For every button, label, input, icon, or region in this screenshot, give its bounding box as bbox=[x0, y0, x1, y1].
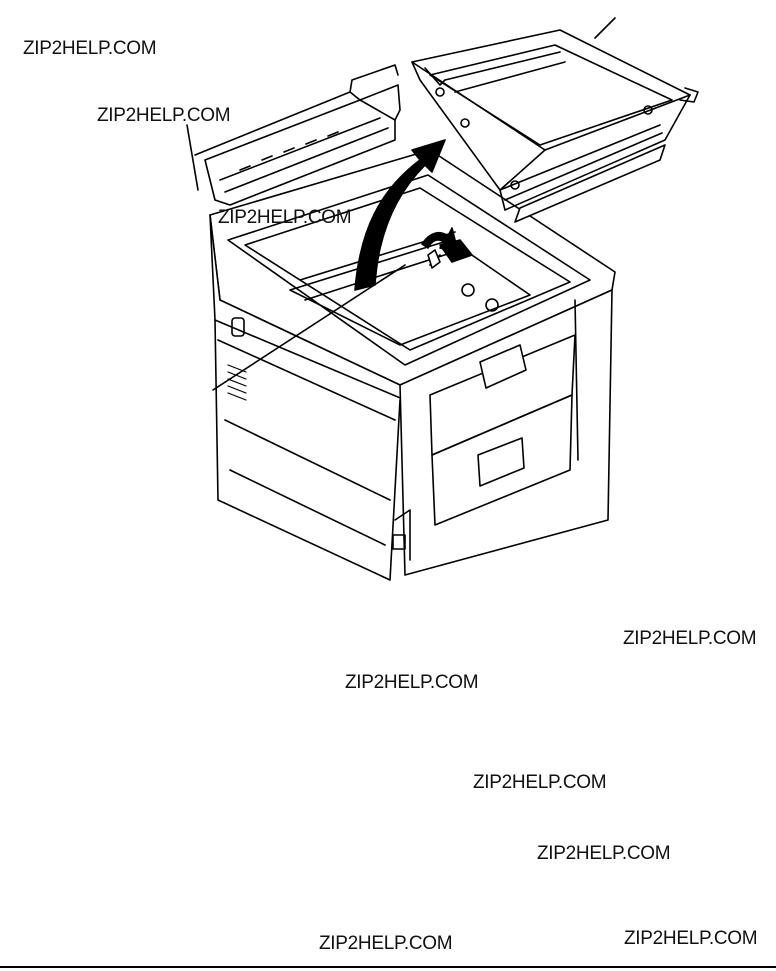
open-top-cover bbox=[194, 64, 401, 206]
callout-line-belt bbox=[594, 17, 616, 39]
watermark-text: ZIP2HELP.COM bbox=[319, 933, 453, 954]
printer-belt-removal-illustration bbox=[186, 17, 699, 581]
transfer-belt-unit bbox=[411, 29, 699, 223]
watermark-text: ZIP2HELP.COM bbox=[537, 843, 671, 864]
watermark-text: ZIP2HELP.COM bbox=[97, 105, 231, 126]
page-bottom-rule bbox=[0, 966, 776, 968]
watermark-text: ZIP2HELP.COM bbox=[624, 928, 758, 949]
watermark-text: ZIP2HELP.COM bbox=[623, 628, 757, 649]
callout-line-lever bbox=[212, 264, 406, 391]
watermark-text: ZIP2HELP.COM bbox=[218, 207, 352, 228]
removal-arrow bbox=[354, 139, 446, 291]
watermark-text: ZIP2HELP.COM bbox=[473, 772, 607, 793]
callout-line-cover bbox=[186, 124, 199, 191]
watermark-text: ZIP2HELP.COM bbox=[23, 38, 157, 59]
lever-arrow bbox=[421, 227, 459, 269]
watermark-text: ZIP2HELP.COM bbox=[345, 672, 479, 693]
